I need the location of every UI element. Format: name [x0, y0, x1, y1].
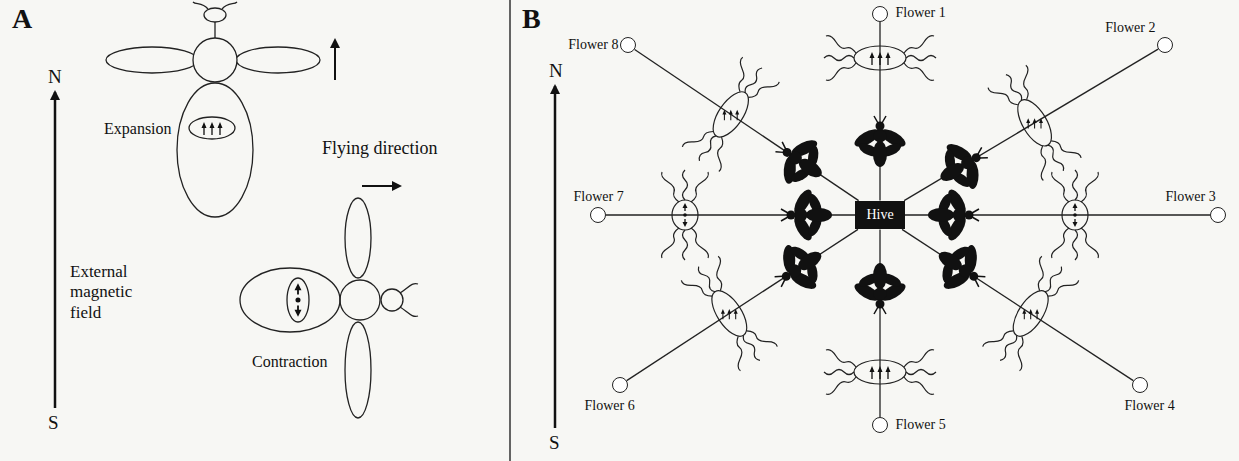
- abdomen-outline: [824, 36, 936, 81]
- bee-silhouette: [781, 187, 832, 243]
- connector-line: [627, 229, 858, 380]
- bee-silhouette: [763, 123, 837, 198]
- bee-thorax: [193, 38, 237, 82]
- expanded-dipoles: [202, 122, 223, 135]
- flower-circle: Flower 1: [872, 6, 888, 22]
- flower-label: Flower 1: [896, 5, 946, 22]
- hive-box: Hive: [855, 201, 904, 230]
- panel-divider: [509, 0, 511, 461]
- abdomen-outline: [987, 63, 1083, 182]
- flower-label: Flower 7: [574, 189, 624, 206]
- field-arrow: [554, 86, 557, 428]
- contracted-dipoles: [1073, 203, 1078, 227]
- flower-circle: Flower 2: [1157, 37, 1173, 53]
- bee-north: [106, 2, 320, 217]
- flower-label: Flower 6: [585, 398, 635, 415]
- label-text: N: [549, 60, 563, 83]
- connector-line: [635, 49, 859, 200]
- bee-silhouette: [763, 230, 836, 305]
- abdomen-outline: [681, 55, 781, 173]
- flower-label: Flower 5: [896, 417, 946, 434]
- bee-head: [381, 289, 403, 311]
- flower-label: Flower 3: [1166, 189, 1216, 206]
- hive-label: Hive: [866, 207, 893, 224]
- abdomen-outline: [662, 170, 709, 260]
- expanded-dipoles: [721, 309, 738, 319]
- label-text: A: [12, 2, 32, 36]
- flower-circle: Flower 7: [590, 207, 606, 223]
- abdomen-outline: [981, 254, 1080, 372]
- flower-circle: Flower 3: [1210, 207, 1226, 223]
- field-arrow: [54, 92, 57, 408]
- flower-circle: Flower 8: [620, 37, 636, 53]
- label-text: Contraction: [252, 352, 328, 371]
- connector-line: [879, 229, 880, 417]
- bee-antenna: [400, 284, 418, 317]
- label-text: N: [48, 66, 62, 89]
- flower-circle: Flower 6: [612, 377, 628, 393]
- label-text: External magnetic field: [70, 262, 154, 323]
- abdomen-outline: [680, 254, 779, 372]
- bee-wing: [106, 47, 198, 73]
- contracted-dipoles: [295, 283, 302, 317]
- connector-line: [879, 22, 880, 201]
- bee-abdomen: [240, 268, 340, 332]
- heading-arrow: [362, 185, 400, 187]
- bee-head: [204, 8, 226, 22]
- bee-east: [240, 198, 418, 418]
- expanded-dipoles: [870, 52, 891, 65]
- bee-silhouette: [927, 128, 1000, 202]
- bee-silhouette: [852, 263, 908, 314]
- bee-silhouette: [928, 187, 979, 243]
- flower-label: Flower 8: [568, 37, 618, 54]
- label-text: S: [48, 412, 59, 435]
- abdomen-outline: [1052, 170, 1099, 260]
- bee-wing: [236, 47, 320, 73]
- bee-neck: [214, 22, 215, 38]
- flower-label: Flower 4: [1125, 398, 1175, 415]
- label-text: B: [522, 2, 541, 36]
- flower-circle: Flower 4: [1132, 377, 1148, 393]
- flower-circle: Flower 5: [872, 417, 888, 433]
- label-text: Flying direction: [322, 138, 438, 160]
- flower-label: Flower 2: [1105, 20, 1155, 37]
- expanded-dipoles: [722, 110, 739, 120]
- contracted-dipoles: [683, 203, 688, 227]
- bee-wing: [345, 322, 371, 418]
- bee-wing: [345, 198, 371, 278]
- label-text: S: [549, 432, 560, 455]
- bee-silhouette: [924, 230, 997, 305]
- magnetite-chamber: [189, 117, 235, 139]
- expanded-dipoles: [1026, 118, 1043, 128]
- bee-silhouette: [852, 116, 908, 167]
- label-text: Expansion: [104, 119, 172, 138]
- abdomen-outline: [824, 350, 936, 395]
- heading-arrow: [334, 40, 336, 80]
- connector-line: [902, 229, 1133, 380]
- magnetite-chamber: [287, 278, 309, 322]
- bee-abdomen: [177, 83, 253, 217]
- bee-thorax: [340, 280, 380, 320]
- expanded-dipoles: [870, 366, 891, 379]
- expanded-dipoles: [1022, 309, 1039, 319]
